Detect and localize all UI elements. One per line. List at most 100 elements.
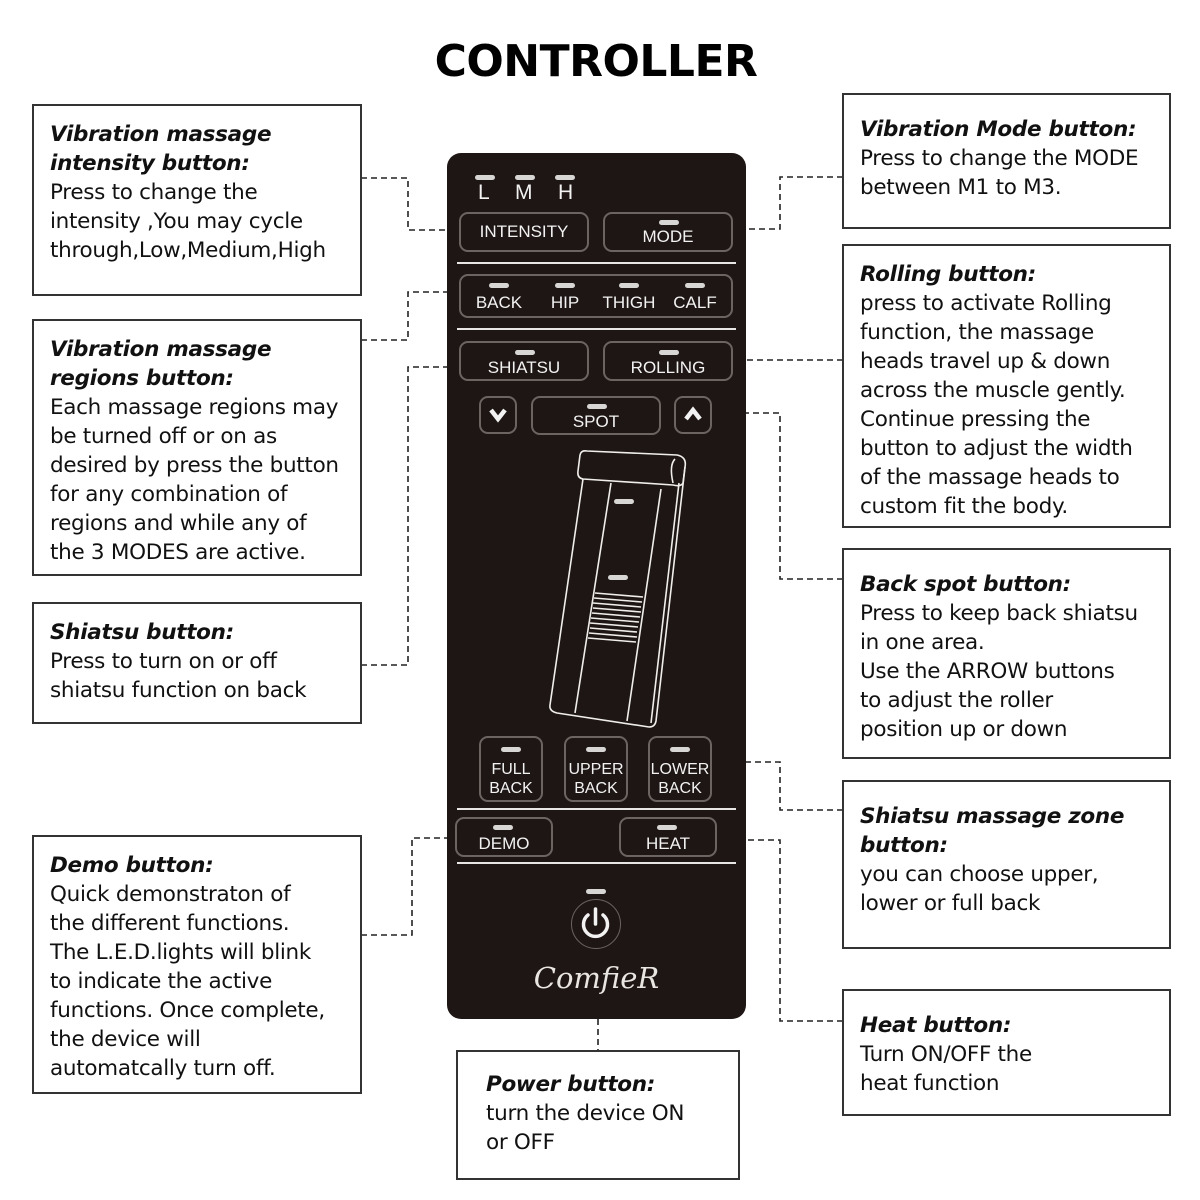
callout-shiatsu: Shiatsu button: Press to turn on or off … xyxy=(32,602,362,724)
led-shiatsu xyxy=(515,350,535,355)
zone-button-lower-back[interactable]: LOWER BACK xyxy=(648,736,712,802)
brand-logo: ComfieR xyxy=(533,961,660,995)
connector-shiatsu xyxy=(361,366,448,666)
led-region-thigh xyxy=(619,283,639,288)
zone-label-line1: LOWER xyxy=(650,761,710,778)
intensity-level-medium: M xyxy=(515,181,533,204)
zone-button-full-back[interactable]: FULL BACK xyxy=(479,736,543,802)
callout-body: you can choose upper, lower or full back xyxy=(860,862,1099,916)
zone-button-upper-back[interactable]: UPPER BACK xyxy=(564,736,628,802)
spot-button-label: SPOT xyxy=(572,412,620,431)
callout-power: Power button: turn the device ON or OFF xyxy=(456,1050,740,1180)
mode-button[interactable]: MODE xyxy=(603,212,733,252)
callout-spot: Back spot button: Press to keep back shi… xyxy=(842,548,1171,759)
led-zone-lower-back xyxy=(670,747,690,752)
rolling-button[interactable]: ROLLING xyxy=(603,341,733,381)
led-spot xyxy=(587,404,607,409)
region-button-back[interactable]: BACK xyxy=(467,276,531,316)
shiatsu-button[interactable]: SHIATSU xyxy=(459,341,589,381)
power-icon xyxy=(581,907,610,939)
led-region-back xyxy=(489,283,509,288)
divider xyxy=(457,862,736,864)
callout-body: Quick demonstraton of the different func… xyxy=(50,882,325,1081)
callout-heading: Heat button: xyxy=(860,1013,1012,1038)
callout-body: Press to change the MODE between M1 to M… xyxy=(860,146,1139,200)
callout-heading: Vibration massage regions button: xyxy=(50,337,272,391)
led-intensity-medium xyxy=(515,175,535,180)
callout-rolling: Rolling button: press to activate Rollin… xyxy=(842,244,1171,528)
divider xyxy=(457,328,736,330)
region-label-thigh: THIGH xyxy=(602,293,656,312)
led-power xyxy=(586,889,606,894)
callout-body: Press to change the intensity ,You may c… xyxy=(50,180,326,263)
led-roller-lower xyxy=(608,575,628,580)
callout-heading: Shiatsu button: xyxy=(50,620,234,645)
led-heat xyxy=(657,825,677,830)
connector-regions xyxy=(361,291,448,341)
callout-heading: Shiatsu massage zone button: xyxy=(860,804,1125,858)
led-intensity-low xyxy=(475,175,495,180)
callout-heading: Back spot button: xyxy=(860,572,1071,597)
intensity-level-low: L xyxy=(478,181,490,204)
connector-mode xyxy=(746,176,843,230)
zone-label-line2: BACK xyxy=(489,780,533,797)
callout-heading: Rolling button: xyxy=(860,262,1036,287)
zone-label-line1: UPPER xyxy=(568,761,624,778)
massage-roller-illustration xyxy=(549,450,687,728)
region-button-hip[interactable]: HIP xyxy=(537,276,593,316)
down-arrow-button[interactable] xyxy=(479,396,517,434)
zone-label-line2: BACK xyxy=(574,780,618,797)
chevron-up-icon xyxy=(684,406,702,421)
callout-heading: Power button: xyxy=(486,1072,656,1097)
callout-demo: Demo button: Quick demonstraton of the d… xyxy=(32,835,362,1094)
callout-heading: Vibration massage intensity button: xyxy=(50,122,272,176)
connector-spot xyxy=(746,412,843,580)
region-label-calf: CALF xyxy=(673,293,717,312)
callout-zone: Shiatsu massage zone button: you can cho… xyxy=(842,780,1171,949)
connector-demo xyxy=(361,837,448,936)
led-roller-upper xyxy=(614,499,634,504)
led-demo xyxy=(493,825,513,830)
callout-body: turn the device ON or OFF xyxy=(486,1101,685,1155)
demo-button-label: DEMO xyxy=(478,834,530,853)
region-button-calf[interactable]: CALF xyxy=(663,276,727,316)
page-title: CONTROLLER xyxy=(434,36,758,87)
connector-intensity xyxy=(361,177,448,231)
callout-body: Press to keep back shiatsu in one area. … xyxy=(860,601,1138,742)
led-mode xyxy=(659,220,679,225)
intensity-button[interactable]: INTENSITY xyxy=(459,212,589,252)
led-zone-full-back xyxy=(501,747,521,752)
connector-heat xyxy=(746,839,843,1022)
remote-controller: L M H INTENSITY MODE BACK HIP THIGH CALF… xyxy=(447,153,746,1019)
power-button[interactable] xyxy=(571,899,621,949)
region-label-hip: HIP xyxy=(550,293,580,312)
led-rolling xyxy=(659,350,679,355)
zone-label-line1: FULL xyxy=(491,761,531,778)
region-button-thigh[interactable]: THIGH xyxy=(595,276,663,316)
region-label-back: BACK xyxy=(475,293,523,312)
rolling-button-label: ROLLING xyxy=(630,358,706,377)
led-region-calf xyxy=(685,283,705,288)
connector-zone xyxy=(746,761,843,811)
shiatsu-button-label: SHIATSU xyxy=(487,358,561,377)
callout-heat: Heat button: Turn ON/OFF the heat functi… xyxy=(842,989,1171,1116)
regions-button-group: BACK HIP THIGH CALF xyxy=(459,274,733,318)
led-intensity-high xyxy=(555,175,575,180)
demo-button[interactable]: DEMO xyxy=(455,817,553,857)
mode-button-label: MODE xyxy=(642,227,694,246)
callout-regions: Vibration massage regions button: Each m… xyxy=(32,319,362,576)
divider xyxy=(457,262,736,264)
led-region-hip xyxy=(555,283,575,288)
callout-body: Turn ON/OFF the heat function xyxy=(860,1042,1032,1096)
intensity-button-label: INTENSITY xyxy=(479,222,569,241)
callout-heading: Demo button: xyxy=(50,853,214,878)
led-zone-upper-back xyxy=(586,747,606,752)
callout-heading: Vibration Mode button: xyxy=(860,117,1137,142)
spot-button[interactable]: SPOT xyxy=(531,396,661,435)
heat-button-label: HEAT xyxy=(645,834,691,853)
divider xyxy=(457,808,736,810)
heat-button[interactable]: HEAT xyxy=(619,817,717,857)
callout-intensity: Vibration massage intensity button: Pres… xyxy=(32,104,362,296)
up-arrow-button[interactable] xyxy=(674,396,712,434)
callout-body: Each massage regions may be turned off o… xyxy=(50,395,339,565)
